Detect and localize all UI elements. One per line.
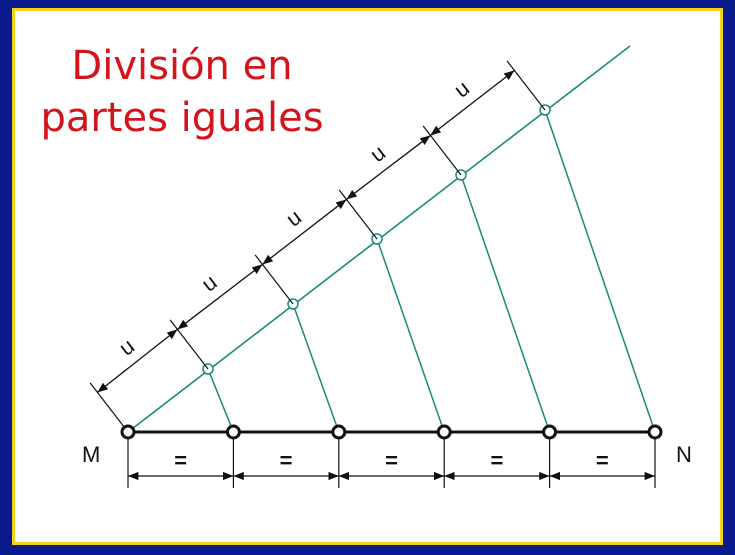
segment-point bbox=[225, 424, 241, 440]
segment-division-points bbox=[120, 424, 663, 440]
unit-dimension-line bbox=[346, 134, 431, 200]
parallel-line bbox=[207, 368, 235, 433]
extension-line bbox=[169, 319, 209, 370]
unit-dimension-line bbox=[177, 263, 263, 330]
title-line-2: partes iguales bbox=[40, 95, 324, 141]
unit-dimension-line bbox=[97, 328, 178, 393]
segment-point bbox=[436, 424, 452, 440]
extension-line bbox=[89, 382, 129, 433]
diagram-panel bbox=[12, 8, 723, 545]
equal-label: = bbox=[280, 448, 293, 473]
extension-line bbox=[506, 60, 546, 111]
unit-label: u bbox=[114, 333, 139, 360]
parallel-line bbox=[292, 303, 340, 433]
unit-label: u bbox=[197, 269, 222, 296]
segment-point bbox=[647, 424, 663, 440]
unit-label: u bbox=[365, 140, 390, 167]
parallel-line bbox=[460, 174, 551, 433]
segment-point bbox=[120, 424, 136, 440]
equal-label: = bbox=[490, 448, 503, 473]
page-title: División en partes iguales bbox=[22, 40, 342, 144]
title-line-1: División en bbox=[71, 43, 293, 89]
label-n: N bbox=[676, 442, 692, 467]
extension-line bbox=[422, 125, 462, 176]
parallel-lines bbox=[207, 109, 656, 433]
segment-point bbox=[331, 424, 347, 440]
segment-point bbox=[542, 424, 558, 440]
unit-dimension-chain: u u u u u bbox=[89, 60, 546, 433]
parallel-line bbox=[376, 238, 445, 433]
equal-label: = bbox=[596, 448, 609, 473]
equal-label: = bbox=[385, 448, 398, 473]
equal-label: = bbox=[174, 448, 187, 473]
unit-label: u bbox=[281, 204, 306, 231]
unit-dimension-line bbox=[262, 198, 347, 265]
unit-label: u bbox=[449, 75, 474, 102]
parallel-line bbox=[544, 109, 656, 433]
unit-dimension-line bbox=[430, 69, 515, 136]
equal-dimension-chain: = = = = = bbox=[127, 432, 656, 488]
extension-line bbox=[254, 254, 294, 305]
label-m: M bbox=[82, 442, 100, 467]
extension-line bbox=[338, 189, 378, 240]
